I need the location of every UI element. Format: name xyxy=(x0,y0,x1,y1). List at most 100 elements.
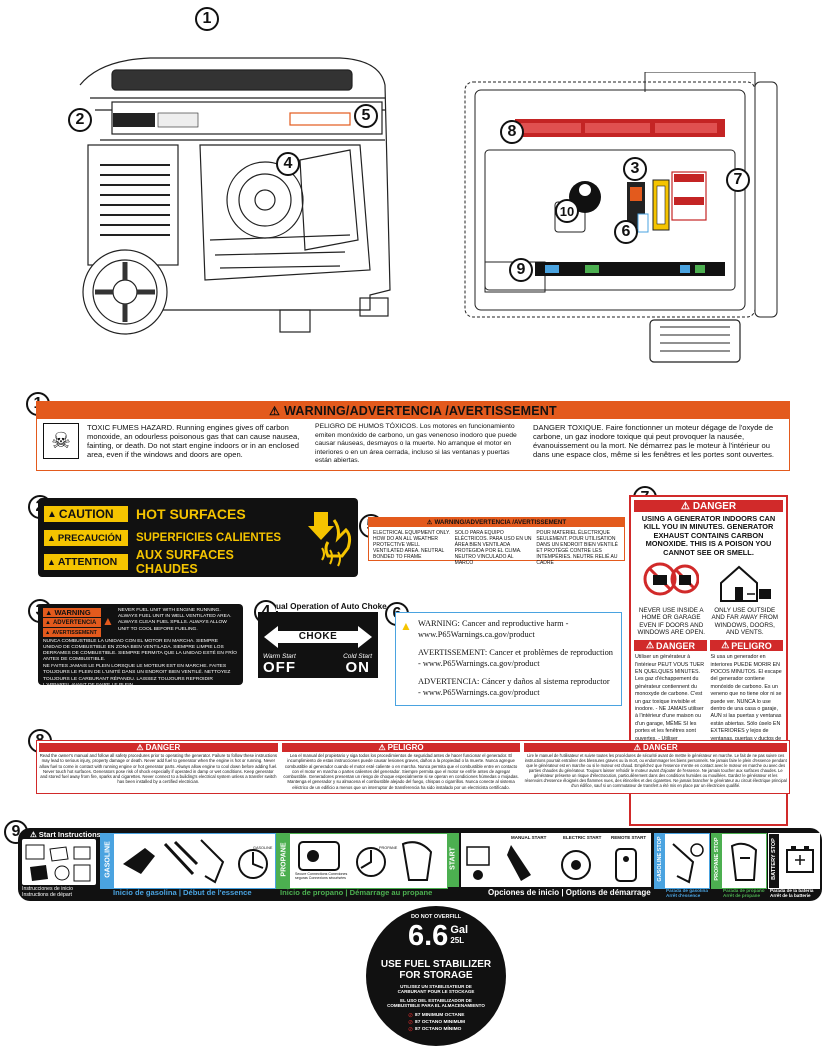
warning-triangle-icon: ⚠ xyxy=(645,640,655,651)
toxic-fumes-icon: ☠ xyxy=(43,423,79,459)
warning-triangle-icon: ⚠ xyxy=(426,519,433,526)
warning-header-bar: ⚠ WARNING/ADVERTENCIA /AVERTISSEMENT xyxy=(37,402,789,419)
secure-connections-text: Secure Connections Conexiones seguras Co… xyxy=(295,872,348,881)
caution-triangle-icon: ▲ xyxy=(47,557,56,567)
label7-header: ⚠DANGER xyxy=(634,500,783,512)
label5-french: POUR MATERIEL ÉLECTRIQUE SEULEMENT. POUR… xyxy=(536,530,618,566)
callout-1-top: 1 xyxy=(195,7,219,31)
gasoline-stop-icon xyxy=(672,843,704,884)
gasoline-stop-section: GASOLINE STOP xyxy=(654,833,710,889)
start-options-section: MANUAL START ELECTRIC START REMOTE START xyxy=(461,833,651,887)
label7-never-text: NEVER USE INSIDE A HOME OR GARAGE EVEN I… xyxy=(637,607,706,636)
instructions-caption: Instrucciones de inicio Instructions de … xyxy=(22,886,74,898)
advertencia-tag: ▲ADVERTENCIA xyxy=(43,618,101,627)
no-symbol-icon: ⊘ xyxy=(408,1013,414,1019)
warning-tag: ▲WARNING xyxy=(43,608,101,617)
label-fuel-cap: DO NOT OVERFILL 6.6 Gal 25L USE FUEL STA… xyxy=(366,906,506,1046)
stabilizer-line1: USE FUEL STABILIZER xyxy=(380,959,492,970)
propane-small-label: PROPANE xyxy=(379,846,398,850)
label1-spanish: PELIGRO DE HUMOS TÓXICOS. Los motores en… xyxy=(315,423,517,464)
start-options-icons xyxy=(466,845,637,882)
on-label: ON xyxy=(345,659,370,676)
callout-8-top: 8 xyxy=(500,120,524,144)
propane-stop-icon xyxy=(730,842,758,881)
battery-stop-tab: BATTERY STOP xyxy=(769,834,779,888)
callout-9-top: 9 xyxy=(509,258,533,282)
warning-triangle-icon: ⚠ xyxy=(30,830,37,839)
attention-tag: ▲ATTENTION xyxy=(44,554,128,570)
label5-spanish: SOLO PARA EQUIPO ELÉCTRICOS. PARA USO EN… xyxy=(454,530,532,566)
hot-surface-hand-icon xyxy=(308,512,352,567)
no-symbol-icon: ⊘ xyxy=(408,1027,414,1033)
octane-fr: 87 OCTANO MINIMUM xyxy=(415,1020,466,1025)
label7-main-text: USING A GENERATOR INDOORS CAN KILL YOU I… xyxy=(641,514,776,557)
octane-en: 87 MINIMUM OCTANE xyxy=(415,1013,465,1018)
warning-triangle-icon: ▲ xyxy=(45,629,51,636)
label1-french: DANGER TOXIQUE. Faire fonctionner un mot… xyxy=(533,423,775,459)
stabilizer-spanish: EL USO DEL ESTABILIZADOR DE COMBUSTIBLE … xyxy=(387,998,485,1009)
capacity-unit-gal: Gal xyxy=(450,924,469,936)
label8-spanish: Lea el manual del propietario y siga tod… xyxy=(283,753,519,790)
choke-title: ual Operation of Auto Choke xyxy=(276,602,387,611)
label-danger-manual: ⚠DANGER Read the owner's manual and foll… xyxy=(36,740,790,794)
label3-spanish: NUNCA COMBUSTIBLE LA UNIDAD CON EL MOTOR… xyxy=(43,639,237,663)
hot-surfaces-en: HOT SURFACES xyxy=(136,506,246,522)
caution-tag: ▲CAUTION xyxy=(44,506,128,522)
propane-stop-caption: Parada de propano Arrêt de propane xyxy=(723,888,765,899)
label7-danger-fr-header: ⚠DANGER xyxy=(634,640,707,652)
propane-section: PROPANE PROPANE Secure Connections Conex… xyxy=(276,833,448,889)
do-not-overfill: DO NOT OVERFILL xyxy=(410,914,462,920)
callout-2-top: 2 xyxy=(68,108,92,132)
capacity-value: 6.6 xyxy=(408,920,449,952)
label-hot-surfaces: ▲CAUTION HOT SURFACES ▲PRECAUCIÓN SUPERF… xyxy=(38,498,358,577)
gasoline-caption: Inicio de gasolina | Début de l'essence xyxy=(113,888,252,897)
label-fuel-warning: ▲WARNING ▲ADVERTENCIA ▲AVERTISSEMENT ▲ N… xyxy=(38,604,243,688)
propane-stop-section: PROPANE STOP xyxy=(711,833,767,889)
propane-steps-icons xyxy=(298,841,433,881)
electric-start-label: ELECTRIC START xyxy=(563,835,602,840)
label-auto-choke: ual Operation of Auto Choke CHOKE Warm S… xyxy=(258,602,387,678)
callout-6-top: 6 xyxy=(614,220,638,244)
label3-french: NE FAITES JAMAIS LE PLEIN LORSQUE LE MOT… xyxy=(43,664,231,688)
label8-english: Read the owner's manual and follow all s… xyxy=(39,753,278,785)
label8-french: Lire le manuel de l'utilisateur et suivr… xyxy=(524,753,787,788)
callout-5-top: 5 xyxy=(354,104,378,128)
capacity-liters: 25L xyxy=(450,936,465,945)
callout-3-top: 3 xyxy=(623,157,647,181)
fire-icon: ▲ xyxy=(102,614,114,628)
options-caption: Opciones de inicio | Options de démarrag… xyxy=(488,888,651,897)
warning-triangle-icon: ▲ xyxy=(45,608,53,617)
battery-stop-caption: Parada de la batería Arrêt de la batteri… xyxy=(770,888,814,899)
callout-4-top: 4 xyxy=(276,152,300,176)
prop65-french: AVERTISSEMENT: Cancer et problèmes de re… xyxy=(418,648,613,668)
generator-top-view xyxy=(464,72,778,363)
gasoline-stop-tab: GASOLINE STOP xyxy=(655,834,665,888)
gasoline-steps-icons xyxy=(123,839,268,884)
label-electrical-warning: ⚠WARNING/ADVERTENCIA /AVERTISSEMENT ELEC… xyxy=(368,517,625,566)
prop65-warning-icon: ▲ xyxy=(400,619,412,633)
warning-triangle-icon: ⚠ xyxy=(269,403,281,418)
caution-triangle-icon: ▲ xyxy=(47,533,56,543)
callout-10-top: 10 xyxy=(555,199,579,223)
label5-header: ⚠WARNING/ADVERTENCIA /AVERTISSEMENT xyxy=(369,518,624,527)
off-label: OFF xyxy=(263,659,296,676)
label1-english: TOXIC FUMES HAZARD. Running engines give… xyxy=(87,423,300,459)
no-indoor-house-icon xyxy=(643,562,700,596)
start-tab: START xyxy=(447,833,459,887)
warning-header-text: WARNING/ADVERTENCIA /AVERTISSEMENT xyxy=(284,403,557,418)
start-instructions-title: ⚠Start Instructions xyxy=(30,830,101,839)
stabilizer-french: UTILISEZ UN STABILISATEUR DE CARBURANT P… xyxy=(397,984,475,995)
hot-surfaces-fr: AUX SURFACES CHAUDES xyxy=(135,548,234,576)
gasoline-small-label: GASOLINE xyxy=(253,846,273,850)
label7-only-text: ONLY USE OUTSIDE AND FAR AWAY FROM WINDO… xyxy=(711,607,778,636)
label-prop65: ▲ WARNING: Cancer and reproductive harm … xyxy=(395,612,622,706)
outdoor-house-icon xyxy=(719,565,771,603)
prop65-spanish: ADVERTENCIA: Cáncer y daños al sistema r… xyxy=(418,677,610,697)
manual-book-icon xyxy=(25,844,91,882)
battery-icon xyxy=(786,846,814,873)
octane-es: 87 OCTANO MÍNIMO xyxy=(415,1027,462,1032)
generator-side-view xyxy=(79,57,391,335)
label7-peligro-header: ⚠PELIGRO xyxy=(710,640,783,652)
warning-triangle-icon: ⚠ xyxy=(721,640,730,651)
precaucion-tag: ▲PRECAUCIÓN xyxy=(44,530,128,546)
